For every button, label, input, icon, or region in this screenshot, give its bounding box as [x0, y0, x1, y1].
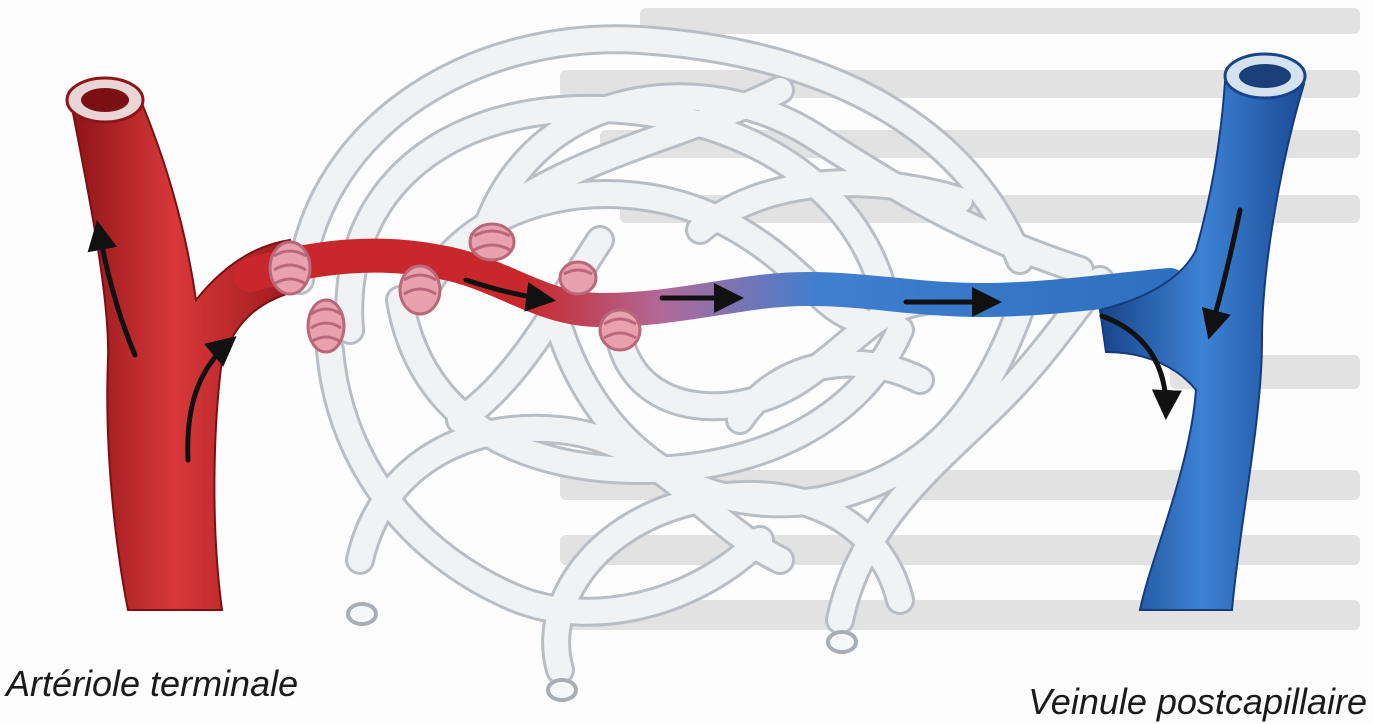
terminal-arteriole — [67, 78, 300, 610]
sphincter-ring-icon — [400, 266, 440, 314]
sphincter-ring-icon — [270, 242, 310, 294]
sphincter-ring-icon — [600, 310, 640, 350]
arteriole-label: Artériole terminale — [6, 666, 298, 702]
sphincter-ring-icon — [560, 262, 596, 294]
sphincter-ring-icon — [308, 300, 344, 352]
venule-label: Veinule postcapillaire — [1028, 684, 1367, 720]
sphincter-ring-icon — [470, 224, 514, 260]
